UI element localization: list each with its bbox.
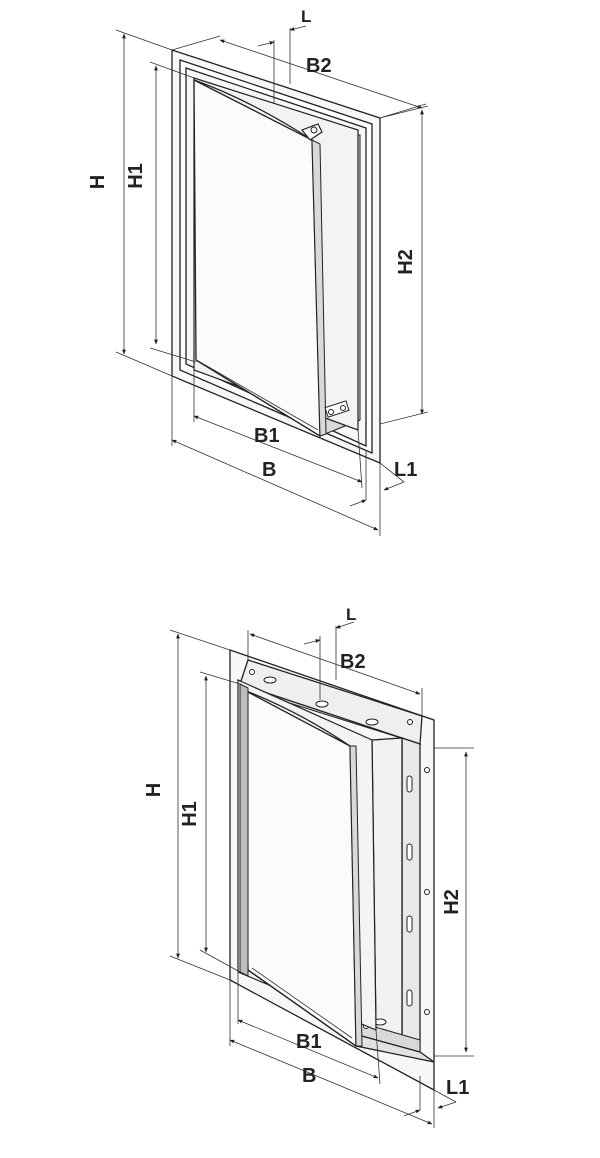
bottom-label-B: B — [302, 1065, 316, 1087]
top-label-B: B — [262, 459, 276, 481]
bottom-label-H1: H1 — [179, 801, 201, 827]
top-label-L: L — [301, 7, 311, 26]
top-dim-B2: B2 — [171, 35, 427, 119]
bottom-dim-H2: H2 — [434, 747, 474, 1057]
bottom-dim-L1: L1 — [403, 1076, 469, 1117]
bottom-box-right-side — [371, 737, 430, 1052]
bottom-dim-B2: B2 — [247, 630, 423, 716]
bottom-door-panel — [243, 688, 363, 1048]
bottom-label-H2: H2 — [441, 889, 463, 915]
top-dim-H1: H1 — [125, 61, 197, 363]
top-dim-H: H — [87, 29, 173, 377]
bottom-dim-B: B — [229, 980, 435, 1128]
bottom-dim-H1: H1 — [179, 671, 241, 973]
top-dim-H2: H2 — [379, 105, 429, 425]
bottom-dim-H: H — [143, 629, 231, 981]
top-label-B1: B1 — [254, 425, 280, 447]
bottom-label-L: L — [346, 605, 356, 624]
top-hinge — [301, 123, 323, 141]
top-label-B2: B2 — [306, 55, 332, 77]
top-dim-B: B — [171, 376, 381, 536]
top-label-H2: H2 — [395, 249, 417, 275]
top-door-panel — [193, 78, 327, 438]
bottom-label-H: H — [143, 783, 165, 797]
bottom-label-L1: L1 — [446, 1077, 469, 1099]
bottom-view: L B2 H H1 H2 B1 — [143, 605, 474, 1128]
top-view: L B2 H H1 H2 B1 — [87, 7, 429, 536]
top-label-L1: L1 — [394, 459, 417, 481]
top-dim-L1: L1 — [349, 450, 417, 507]
top-label-H: H — [87, 175, 109, 189]
bottom-label-B1: B1 — [296, 1031, 322, 1053]
bottom-label-B2: B2 — [340, 651, 366, 673]
top-label-H1: H1 — [125, 163, 147, 189]
top-latch — [324, 400, 350, 418]
